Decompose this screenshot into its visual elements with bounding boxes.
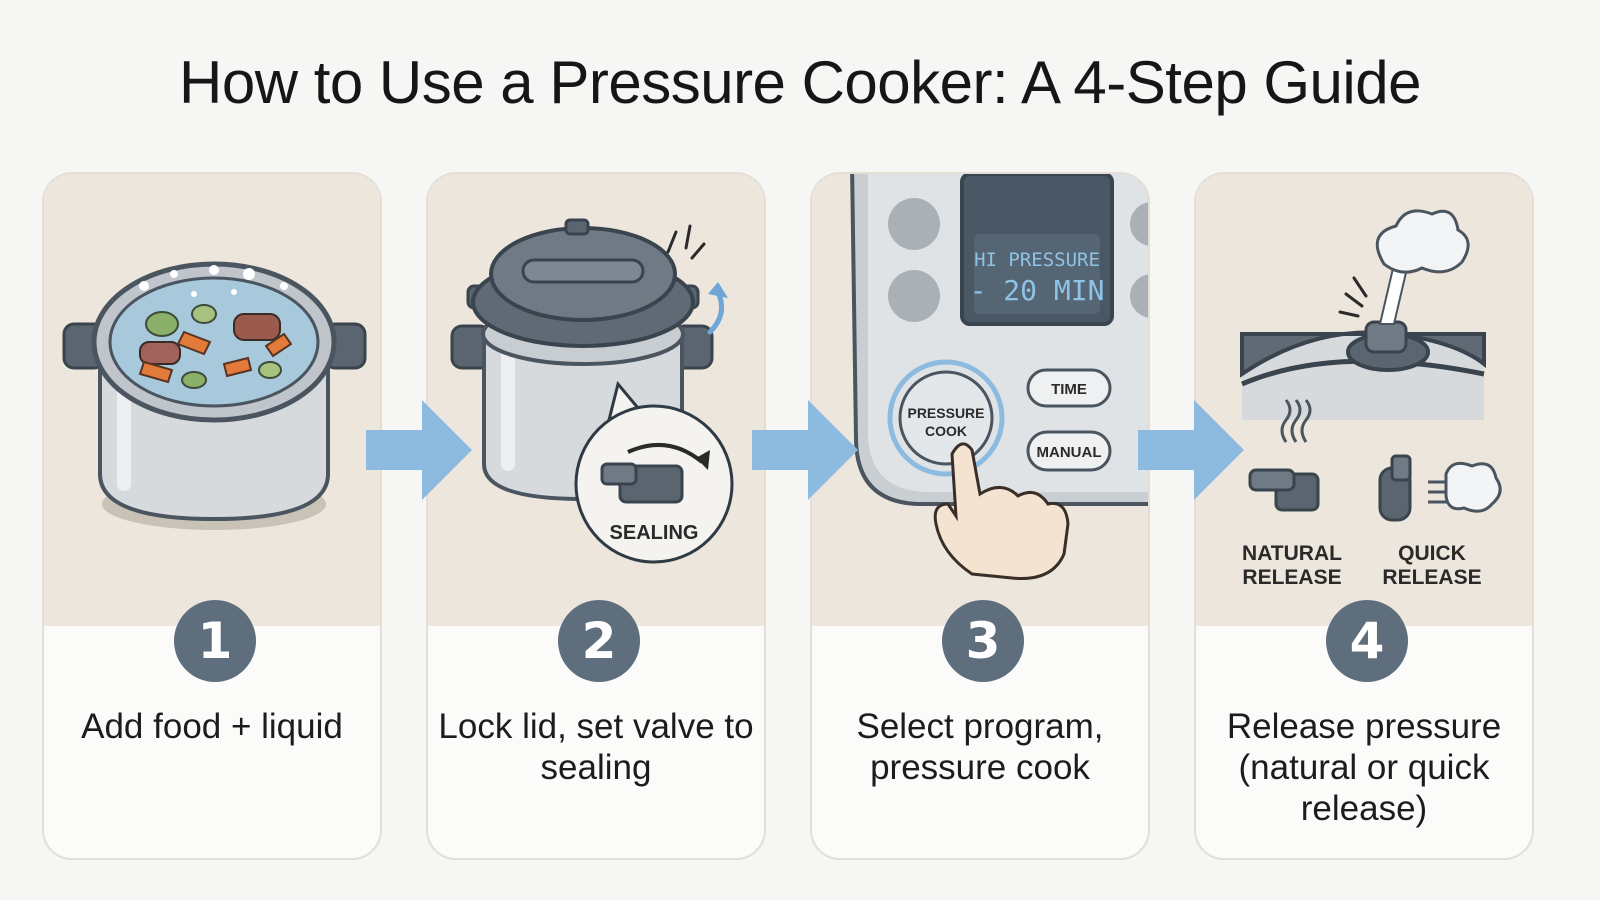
step-card-2: SEALING 2 Lock lid, set valve to sealing	[426, 172, 766, 860]
step-number-badge: 2	[558, 600, 640, 682]
page-title: How to Use a Pressure Cooker: A 4-Step G…	[179, 49, 1421, 116]
locked-lid-icon: SEALING	[450, 218, 734, 564]
step-4-illustration: NATURAL RELEASE QUICK RELEASE	[1196, 174, 1532, 626]
step-caption: Lock lid, set valve to sealing	[438, 707, 754, 787]
arrow-right-icon	[1138, 400, 1244, 500]
step-2-illustration: SEALING	[428, 174, 764, 626]
step-card-1: 1 Add food + liquid	[42, 172, 382, 860]
sealing-label: SEALING	[610, 522, 699, 544]
pot-with-food-icon	[62, 261, 367, 530]
natural-release-label-line1: NATURAL	[1242, 542, 1342, 565]
quick-release-label-line1: QUICK	[1398, 542, 1466, 565]
step-number-badge: 4	[1326, 600, 1408, 682]
step-card-3: HI PRESSURE - 20 MIN PRESSURE COOK TIME …	[810, 172, 1150, 860]
step-caption: Release pressure (natural or quick relea…	[1226, 707, 1502, 828]
manual-button-label: MANUAL	[1037, 444, 1102, 461]
step-caption: Add food + liquid	[81, 707, 343, 746]
time-button-label: TIME	[1051, 381, 1087, 398]
display-mode-text: HI PRESSURE	[974, 249, 1100, 271]
display-time-text: - 20 MIN	[970, 274, 1105, 307]
arrow-right-icon	[366, 400, 472, 500]
pressure-cook-button-line2: COOK	[925, 423, 967, 439]
step-card-4: NATURAL RELEASE QUICK RELEASE 4 Release …	[1194, 172, 1534, 860]
step-caption: Select program, pressure cook	[856, 707, 1104, 787]
step-1-illustration	[44, 174, 380, 626]
natural-release-label-line2: RELEASE	[1242, 566, 1341, 589]
step-number-badge: 1	[174, 600, 256, 682]
quick-release-label-line2: RELEASE	[1382, 566, 1481, 589]
control-panel-icon: HI PRESSURE - 20 MIN PRESSURE COOK TIME …	[850, 174, 1148, 580]
pressure-cook-button-line1: PRESSURE	[907, 405, 984, 421]
steam-release-icon: NATURAL RELEASE QUICK RELEASE	[1240, 209, 1502, 589]
step-number-badge: 3	[942, 600, 1024, 682]
arrow-right-icon	[752, 400, 858, 500]
step-3-illustration: HI PRESSURE - 20 MIN PRESSURE COOK TIME …	[812, 174, 1148, 626]
